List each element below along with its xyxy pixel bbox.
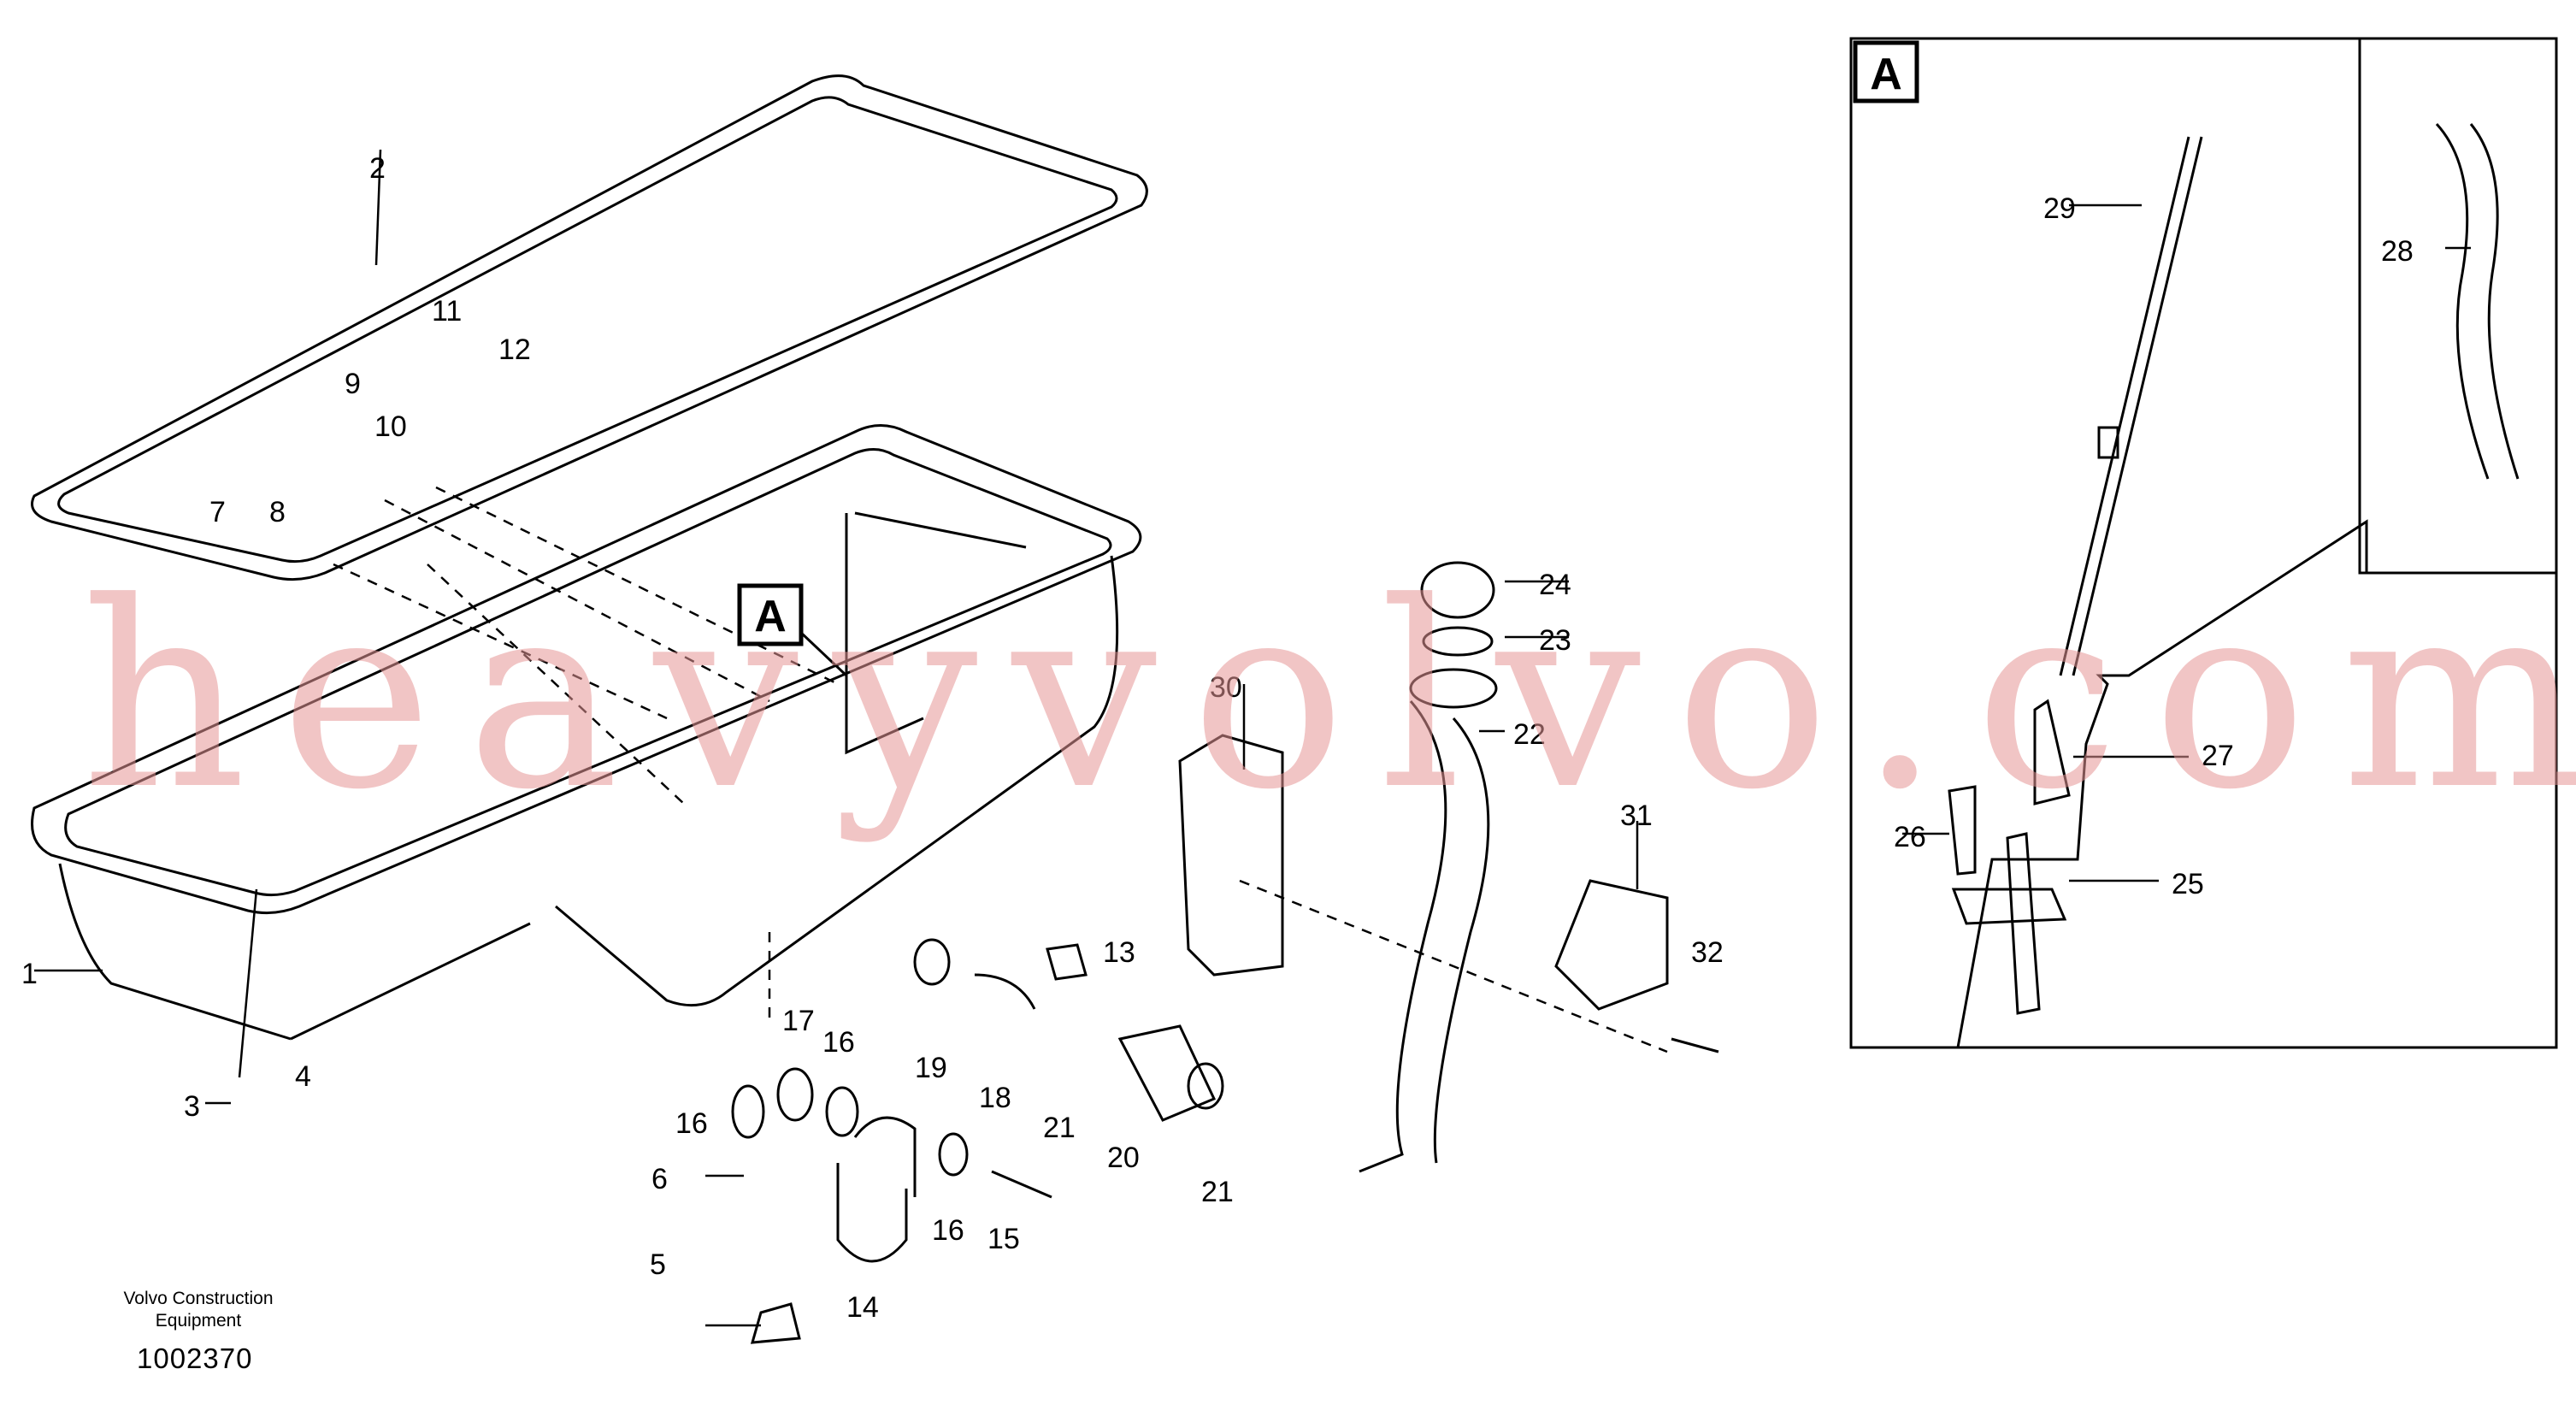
callout-3: 3 [184, 1090, 200, 1123]
callout-29: 29 [2043, 192, 2076, 225]
oil-pan-gasket [31, 74, 1148, 581]
callout-12: 12 [498, 333, 531, 366]
callout-20: 20 [1107, 1142, 1140, 1174]
callout-27: 27 [2202, 740, 2234, 772]
company-name: Volvo Construction Equipment [123, 1289, 274, 1331]
oil-pan [31, 424, 1142, 1041]
callout-10: 10 [374, 410, 407, 443]
callout-21b: 21 [1201, 1176, 1234, 1208]
callout-labels: 1 2 3 4 5 6 7 8 9 10 11 12 13 14 15 16 1… [21, 152, 2414, 1324]
callout-19: 19 [915, 1052, 947, 1084]
callout-14: 14 [846, 1291, 879, 1324]
callout-26: 26 [1894, 821, 1926, 853]
callout-13: 13 [1103, 936, 1135, 969]
callout-22: 22 [1513, 718, 1546, 751]
callout-17: 17 [782, 1005, 815, 1037]
callout-4: 4 [295, 1060, 311, 1093]
callout-11: 11 [432, 295, 462, 327]
document-number: 1002370 [137, 1342, 253, 1374]
callout-8: 8 [269, 496, 286, 528]
detail-tag-inset: A [1853, 40, 1919, 103]
callout-32: 32 [1691, 936, 1724, 969]
svg-text:A: A [1870, 50, 1902, 99]
dipstick [2059, 136, 2203, 676]
callout-1: 1 [21, 958, 38, 990]
callout-16a: 16 [675, 1107, 708, 1140]
callout-16c: 16 [932, 1214, 964, 1247]
callout-21a: 21 [1043, 1112, 1076, 1144]
callout-2: 2 [369, 152, 386, 185]
callout-24: 24 [1539, 569, 1571, 601]
callout-6: 6 [651, 1163, 668, 1195]
callout-16b: 16 [822, 1026, 855, 1059]
callout-23: 23 [1539, 624, 1571, 657]
inset-frame [1849, 37, 2558, 1049]
callout-7: 7 [209, 496, 226, 528]
callout-28: 28 [2381, 235, 2414, 268]
callout-5: 5 [650, 1248, 666, 1281]
detail-tag-main: A [737, 583, 848, 677]
svg-text:A: A [754, 592, 787, 641]
callout-30: 30 [1210, 671, 1242, 704]
callout-9: 9 [345, 368, 361, 400]
callout-18: 18 [979, 1082, 1011, 1114]
callout-31: 31 [1620, 800, 1653, 832]
callout-25: 25 [2172, 868, 2204, 900]
callout-15: 15 [987, 1223, 1020, 1255]
